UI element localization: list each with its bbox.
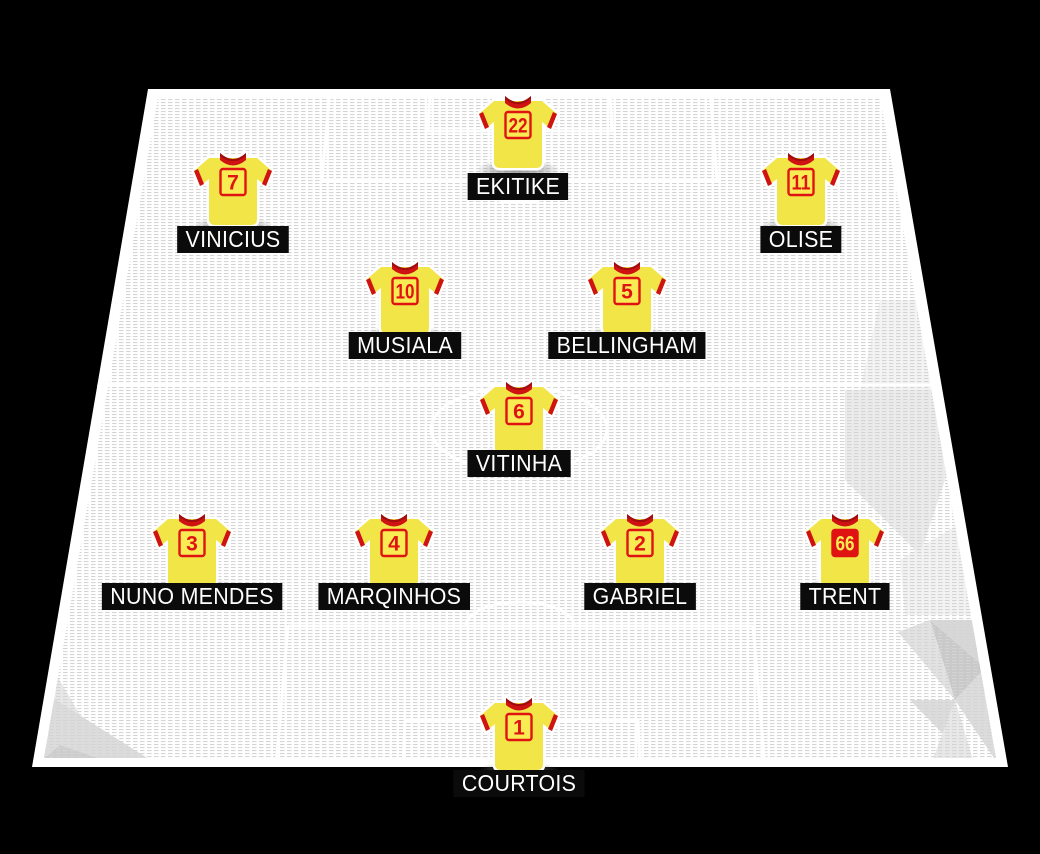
player-jersey-gabriel[interactable]: 2: [592, 511, 688, 603]
jersey-number-panel: [787, 167, 815, 197]
jersey-number-panel: [505, 712, 533, 742]
player-name-label-musiala: MUSIALA: [348, 332, 462, 359]
jersey-number-panel: [626, 528, 654, 558]
jersey-number: 4: [388, 533, 400, 556]
player-name-label-bellingham: BELLINGHAM: [548, 332, 706, 359]
jersey-number-panel: [391, 276, 419, 306]
jersey-number-panel: [219, 167, 247, 197]
player-name-label-marqinhos: MARQINHOS: [318, 583, 470, 610]
jersey-number-panel: [613, 276, 641, 306]
player-jersey-marqinhos[interactable]: 4: [346, 511, 442, 603]
player-name-label-gabriel: GABRIEL: [584, 583, 696, 610]
jersey-number: 66: [836, 533, 855, 556]
player-name-label-courtois: COURTOIS: [453, 770, 585, 797]
player-name-label-vitinha: VITINHA: [467, 450, 571, 477]
jersey-number-panel: [504, 110, 532, 140]
jersey-number: 6: [513, 401, 525, 424]
player-jersey-ekitike[interactable]: 22: [470, 93, 566, 185]
jersey-number: 11: [792, 172, 811, 195]
penalty-box-bottom: [274, 624, 767, 767]
jersey-number: 10: [396, 281, 415, 304]
jersey-number: 22: [509, 115, 528, 138]
player-name-label-olise: OLISE: [760, 226, 842, 253]
jersey-number: 5: [621, 281, 633, 304]
penalty-arc-bottom: [464, 600, 576, 627]
jersey-number: 7: [227, 172, 239, 195]
jersey-number-panel: [505, 396, 533, 426]
jersey-number-panel: [380, 528, 408, 558]
player-name-label-nuno-mendes: NUNO MENDES: [101, 583, 283, 610]
jersey-number: 1: [513, 717, 525, 740]
jersey-number: 2: [634, 533, 646, 556]
player-name-label-ekitike: EKITIKE: [467, 173, 569, 200]
player-name-label-vinicius: VINICIUS: [177, 226, 289, 253]
player-name-label-trent: TRENT: [800, 583, 890, 610]
jersey-number-panel: [178, 528, 206, 558]
jersey-number-panel: [831, 528, 859, 558]
jersey-number: 3: [186, 533, 198, 556]
